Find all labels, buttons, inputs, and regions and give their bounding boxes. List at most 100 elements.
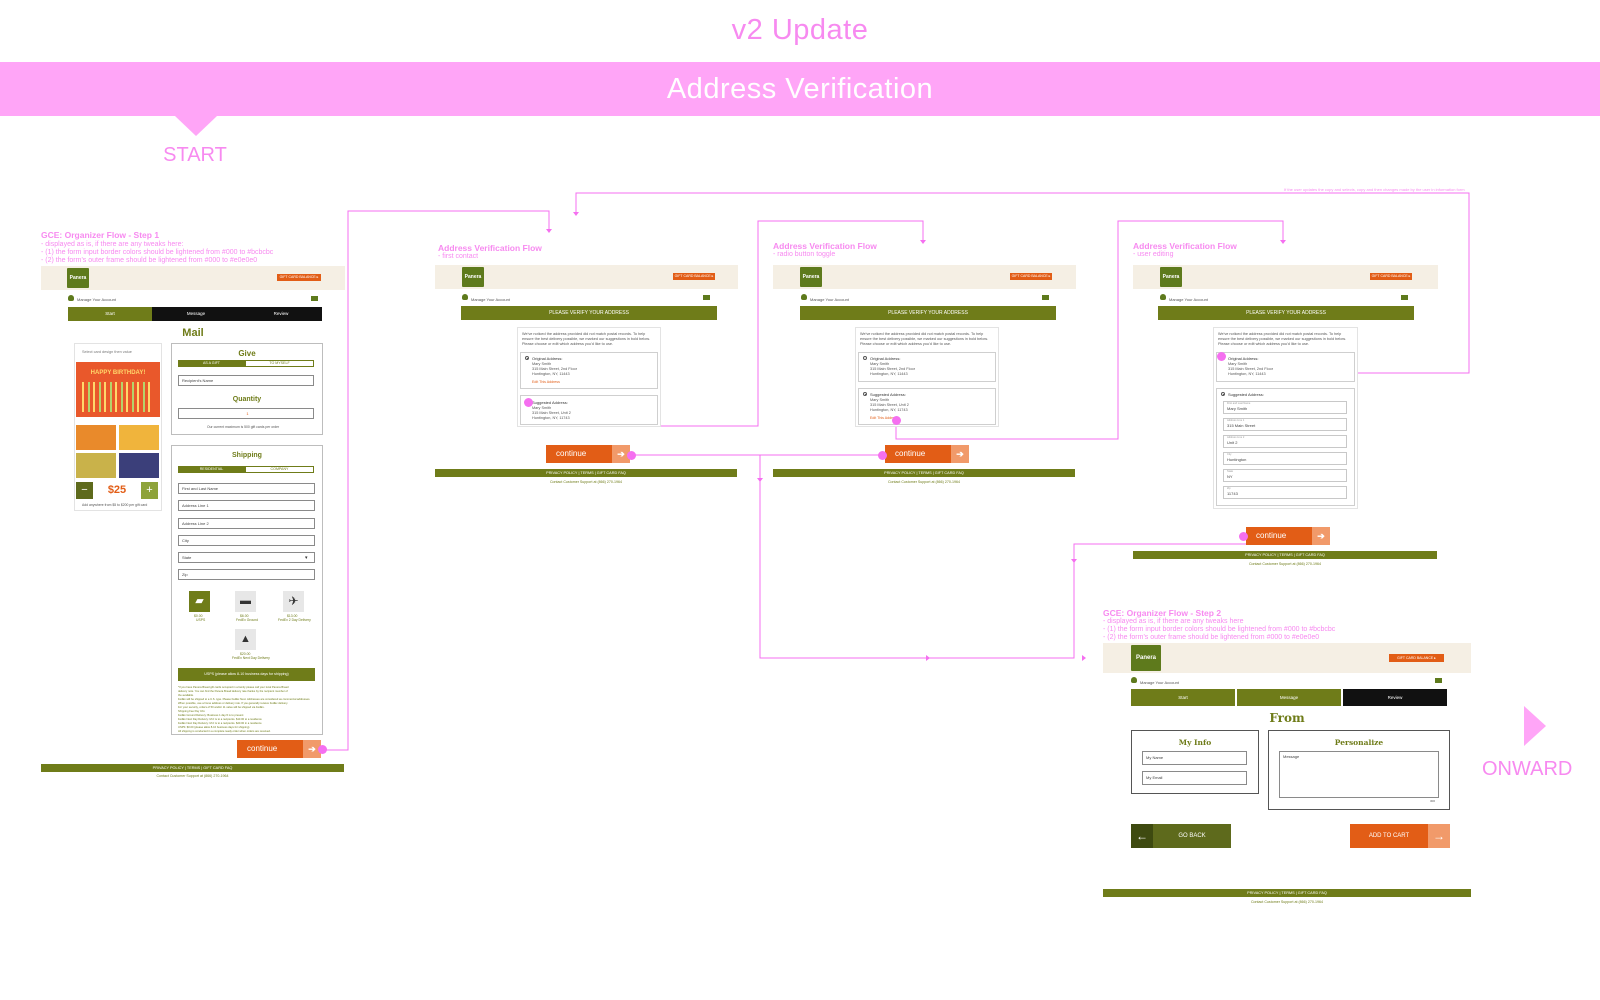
footer-links[interactable]: PRIVACY POLICY | TERMS | GIFT CARD FAQ: [773, 469, 1075, 477]
progress-start: Start: [68, 307, 152, 321]
edit-address1-field[interactable]: Address Line 1 315 Main Street: [1223, 418, 1347, 431]
suggested-address-box[interactable]: [858, 388, 996, 425]
gift-card-balance-button[interactable]: GIFT CARD BALANCE ▸: [1010, 273, 1052, 280]
original-address-radio[interactable]: [525, 356, 529, 360]
original-address-box[interactable]: [520, 352, 658, 389]
card-design-option[interactable]: [76, 453, 116, 478]
shipping-option-price: $13.00: [287, 614, 298, 618]
footer-links[interactable]: PRIVACY POLICY | TERMS | GIFT CARD FAQ: [1133, 551, 1437, 559]
edit-name-field[interactable]: First and Last Name Mary Smith: [1223, 401, 1347, 414]
cart-icon[interactable]: [703, 295, 710, 300]
my-name-input[interactable]: My Name: [1142, 751, 1247, 765]
original-address-box[interactable]: [858, 352, 996, 382]
original-address-radio[interactable]: [863, 356, 867, 360]
continue-button[interactable]: continue ➔: [1246, 527, 1330, 545]
verify-intro: ensure the best delivery possible, we ma…: [1218, 337, 1346, 341]
banner-title: Address Verification: [666, 73, 934, 105]
address-line: 315 Main Street, Unit 2: [532, 411, 571, 415]
tab-residential[interactable]: RESIDENTIAL: [178, 466, 245, 473]
continue-button[interactable]: continue ➔: [237, 740, 321, 758]
card-design-option[interactable]: [119, 453, 159, 478]
card-design-option[interactable]: [119, 425, 159, 450]
panera-logo: Panera: [462, 267, 484, 287]
edit-address2-field[interactable]: Address Line 2 Unit 2: [1223, 435, 1347, 448]
cart-icon[interactable]: [1435, 678, 1442, 683]
manage-account-link[interactable]: Manage Your Account: [1169, 297, 1208, 302]
selected-card-design[interactable]: HAPPY BIRTHDAY!: [76, 362, 160, 417]
suggested-address-box[interactable]: [520, 395, 658, 425]
amount-value[interactable]: $25: [107, 484, 127, 496]
continue-button[interactable]: continue ➔: [546, 445, 630, 463]
name-field[interactable]: First and Last Name: [178, 483, 315, 494]
rocket-icon[interactable]: ▲: [235, 629, 256, 650]
manage-account-link[interactable]: Manage Your Account: [810, 297, 849, 302]
gift-card-balance-button[interactable]: GIFT CARD BALANCE ▸: [1370, 273, 1412, 280]
car-icon[interactable]: ▬: [235, 591, 256, 612]
field-value: Mary Smith: [1227, 406, 1248, 411]
footer-links[interactable]: PRIVACY POLICY | TERMS | GIFT CARD FAQ: [41, 764, 344, 772]
edit-state-field[interactable]: State NY: [1223, 469, 1347, 482]
address-line1-field[interactable]: Address Line 1: [178, 500, 315, 511]
amount-plus-button[interactable]: +: [141, 482, 158, 499]
edit-address-link[interactable]: Edit This Address: [870, 416, 898, 420]
verify-title-bar: PLEASE VERIFY YOUR ADDRESS: [1158, 306, 1414, 320]
manage-account-link[interactable]: Manage Your Account: [1140, 680, 1179, 685]
progress-review: Review: [240, 307, 322, 321]
step1-note-line: - (1) the form input border colors shoul…: [41, 249, 274, 256]
add-to-cart-button[interactable]: ADD TO CART →: [1350, 824, 1450, 848]
suggested-address-radio[interactable]: [1221, 392, 1225, 396]
fine-print: FedEx will be shipped to a U.S. type. Pl…: [178, 698, 311, 701]
zip-field[interactable]: Zip: [178, 569, 315, 580]
address-line2-field[interactable]: Address Line 2: [178, 518, 315, 529]
av2-note-title: Address Verification Flow: [773, 241, 877, 251]
shipping-title: Shipping: [232, 452, 262, 459]
recipient-name-input[interactable]: Recipient's Name: [178, 375, 314, 386]
add-to-cart-label: ADD TO CART: [1368, 833, 1410, 839]
my-email-input[interactable]: My Email: [1142, 771, 1247, 785]
state-select[interactable]: State: [178, 552, 315, 563]
field-value: 315 Main Street: [1227, 423, 1256, 428]
field-label: City: [1227, 453, 1232, 456]
manage-account-link[interactable]: Manage Your Account: [471, 297, 510, 302]
address-line: Mary Smith: [870, 362, 890, 366]
onward-arrow-icon: [1524, 706, 1546, 746]
go-back-button[interactable]: ← GO BACK: [1131, 824, 1231, 848]
footer-links[interactable]: PRIVACY POLICY | TERMS | GIFT CARD FAQ: [1103, 889, 1471, 897]
truck-icon[interactable]: ▰: [189, 591, 210, 612]
city-field[interactable]: City: [178, 535, 315, 546]
cart-icon[interactable]: [1401, 295, 1408, 300]
hotspot-dot: [892, 416, 901, 425]
continue-button[interactable]: continue ➔: [885, 445, 969, 463]
tab-as-a-gift[interactable]: AS A GIFT: [178, 360, 245, 367]
footer-links[interactable]: PRIVACY POLICY | TERMS | GIFT CARD FAQ: [435, 469, 737, 477]
card-design-option[interactable]: [76, 425, 116, 450]
edit-city-field[interactable]: City Huntington: [1223, 452, 1347, 465]
fine-print: the available.: [178, 694, 194, 697]
footer-support: Contact Customer Support at (866) 270-19…: [549, 480, 623, 484]
fine-print: USPS: $0.00 (please allow 8-10 business …: [178, 726, 250, 729]
address-line: Mary Smith: [532, 362, 552, 366]
address-line: 315 Main Street, 2nd Floor: [532, 367, 577, 371]
quantity-input[interactable]: 1: [178, 408, 314, 419]
amount-minus-button[interactable]: −: [76, 482, 93, 499]
tab-company[interactable]: COMPANY: [245, 466, 314, 473]
edit-address-link[interactable]: Edit This Address: [532, 380, 560, 384]
gift-card-balance-button[interactable]: GIFT CARD BALANCE ▸: [1389, 654, 1444, 662]
suggested-address-radio[interactable]: [863, 392, 867, 396]
cart-icon[interactable]: [1042, 295, 1049, 300]
gift-card-balance-button[interactable]: GIFT CARD BALANCE ▸: [673, 273, 715, 280]
cart-icon[interactable]: [311, 296, 318, 301]
personalize-title: Personalize: [1334, 738, 1384, 747]
airplane-icon[interactable]: ✈: [283, 591, 304, 612]
original-address-box[interactable]: [1216, 352, 1355, 382]
message-textarea[interactable]: Message: [1279, 751, 1439, 798]
tab-to-myself[interactable]: TO MYSELF: [245, 360, 314, 367]
manage-account-link[interactable]: Manage Your Account: [77, 297, 116, 302]
edit-zip-field[interactable]: Zip 11743: [1223, 486, 1347, 499]
av1-note-sub: - first contact: [438, 253, 479, 260]
gift-card-balance-button[interactable]: GIFT CARD BALANCE ▸: [277, 274, 321, 281]
address-line: 315 Main Street, Unit 2: [870, 403, 909, 407]
step1-site-header: Panera GIFT CARD BALANCE ▸: [41, 266, 345, 290]
verify-intro: We've noticed the address provided did n…: [522, 332, 646, 336]
user-icon: [1160, 294, 1166, 300]
